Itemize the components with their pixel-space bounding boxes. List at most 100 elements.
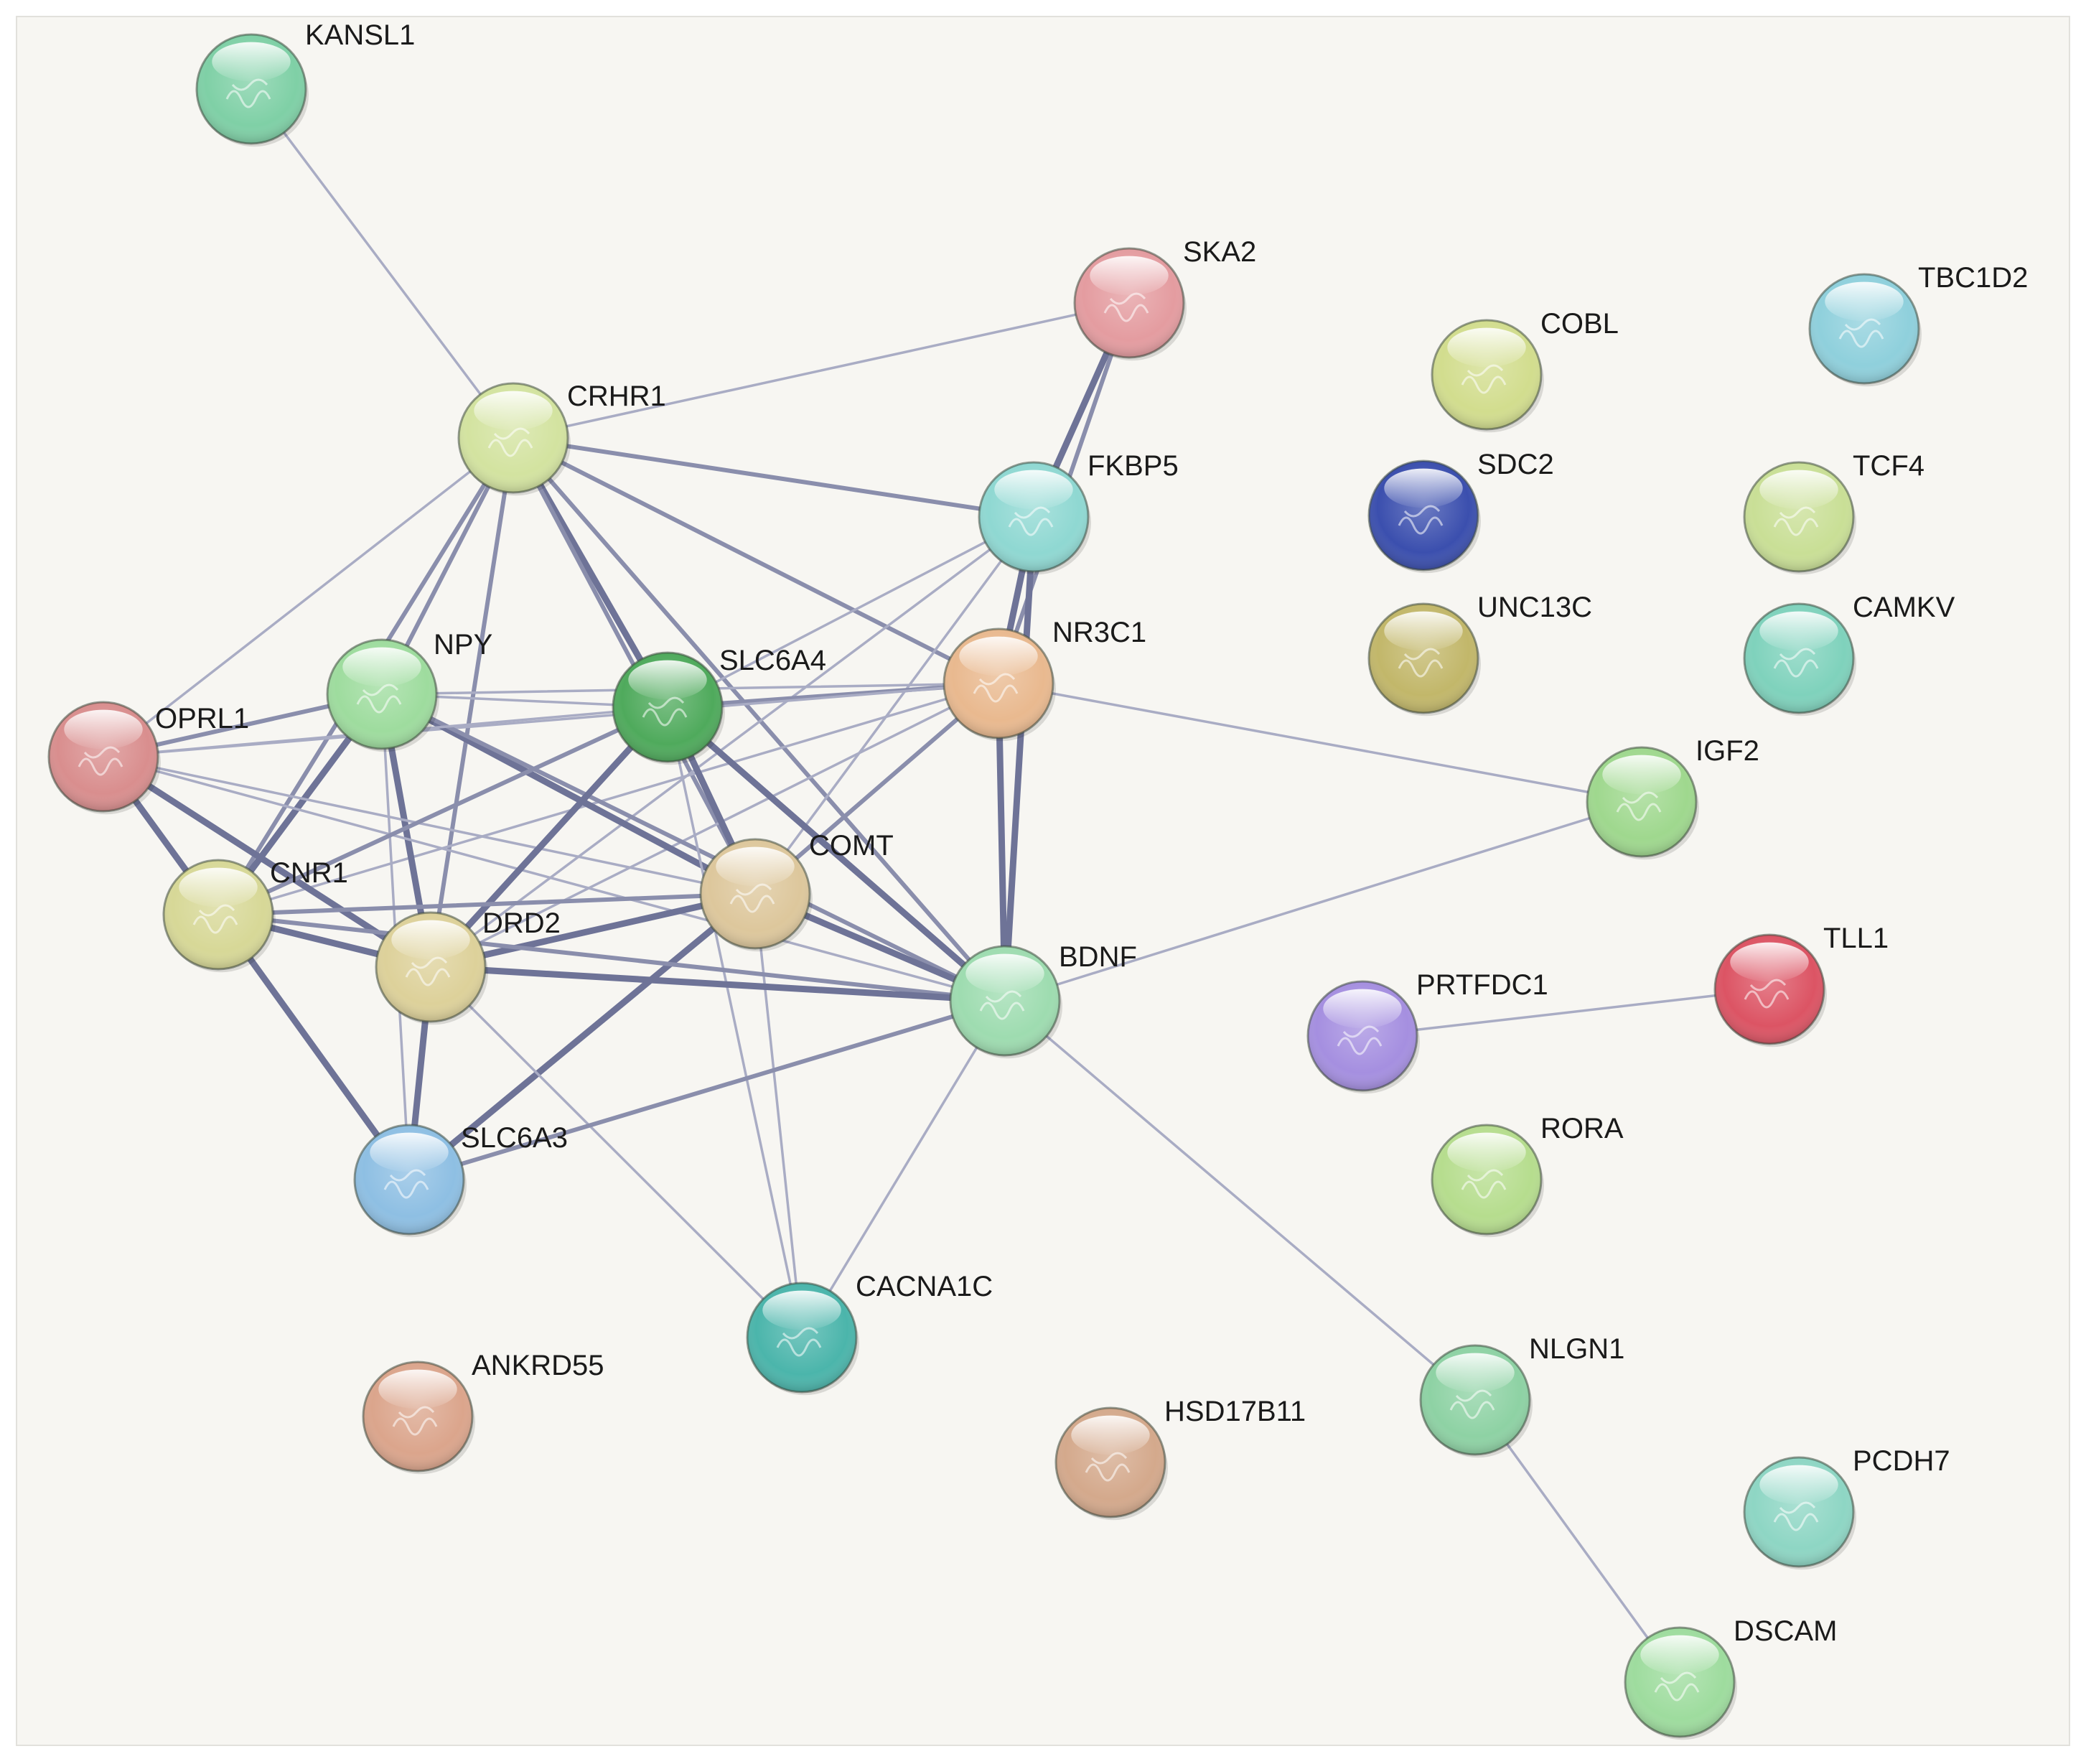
edge-comt-cacna1c[interactable]	[754, 892, 803, 1339]
node-label: SLC6A4	[719, 645, 826, 676]
node-camkv[interactable]: CAMKV	[1743, 592, 1955, 717]
node-label: SDC2	[1477, 449, 1554, 480]
node-label: FKBP5	[1088, 450, 1179, 482]
protein-structure-thumbnail	[1744, 979, 1790, 1009]
node-label: SLC6A3	[461, 1122, 568, 1154]
edge-fkbp5-slc6a4[interactable]	[666, 515, 1035, 709]
node-highlight	[994, 470, 1073, 510]
node-rora[interactable]: RORA	[1431, 1113, 1624, 1238]
edge-bdnf-cacna1c[interactable]	[800, 999, 1006, 1339]
node-fkbp5[interactable]: FKBP5	[978, 450, 1179, 575]
node-label: CRHR1	[567, 381, 666, 412]
node-label: SKA2	[1183, 236, 1256, 268]
edge-drd2-bdnf[interactable]	[427, 963, 1009, 1004]
edge-slc6a4-cacna1c[interactable]	[666, 706, 803, 1339]
edge-comt-slc6a3[interactable]	[406, 890, 759, 1183]
node-label: CNR1	[270, 857, 348, 889]
node-tbc1d2[interactable]: TBC1D2	[1808, 262, 2028, 387]
edge-crhr1-oprl1[interactable]	[102, 437, 515, 758]
node-highlight	[959, 636, 1038, 676]
protein-structure-thumbnail	[1461, 1169, 1507, 1199]
node-highlight	[1640, 1635, 1719, 1675]
edge-layer	[100, 88, 1771, 1684]
edge-crhr1-ska2[interactable]	[512, 302, 1131, 439]
node-label: DSCAM	[1734, 1615, 1837, 1647]
node-label: TBC1D2	[1918, 262, 2028, 294]
node-label: CACNA1C	[856, 1271, 993, 1302]
edge-nlgn1-dscam[interactable]	[1474, 1399, 1681, 1684]
edge-slc6a4-bdnf[interactable]	[664, 704, 1009, 1004]
node-label: RORA	[1540, 1113, 1624, 1144]
node-unc13c[interactable]: UNC13C	[1367, 592, 1592, 717]
protein-structure-thumbnail	[979, 990, 1025, 1020]
node-label: CAMKV	[1853, 592, 1955, 623]
edge-cnr1-bdnf[interactable]	[216, 913, 1007, 1003]
node-prtfdc1[interactable]: PRTFDC1	[1306, 969, 1548, 1094]
edge-slc6a4-drd2[interactable]	[427, 704, 671, 971]
edge-nr3c1-igf2[interactable]	[997, 682, 1643, 803]
protein-structure-thumbnail	[78, 746, 123, 776]
edge-fkbp5-comt[interactable]	[754, 515, 1035, 895]
node-igf2[interactable]: IGF2	[1586, 735, 1759, 860]
protein-structure-thumbnail	[1773, 1501, 1819, 1531]
protein-structure-thumbnail	[729, 883, 775, 913]
node-tcf4[interactable]: TCF4	[1743, 450, 1924, 575]
node-highlight	[474, 391, 553, 431]
node-hsd17b11[interactable]: HSD17B11	[1054, 1396, 1306, 1521]
node-pcdh7[interactable]: PCDH7	[1743, 1445, 1950, 1570]
node-crhr1[interactable]: CRHR1	[457, 381, 666, 496]
node-kansl1[interactable]: KANSL1	[195, 19, 415, 147]
protein-structure-thumbnail	[776, 1327, 822, 1357]
node-comt[interactable]: COMT	[699, 830, 894, 952]
node-bdnf[interactable]: BDNF	[949, 941, 1137, 1059]
node-dscam[interactable]: DSCAM	[1624, 1615, 1837, 1740]
node-oprl1[interactable]: OPRL1	[47, 701, 249, 815]
node-slc6a3[interactable]: SLC6A3	[353, 1122, 568, 1238]
edge-bdnf-nlgn1[interactable]	[1004, 999, 1477, 1401]
edge-oprl1-comt[interactable]	[102, 755, 757, 895]
edge-slc6a4-cnr1[interactable]	[216, 705, 670, 917]
node-highlight	[1825, 281, 1904, 322]
node-label: COBL	[1540, 308, 1619, 340]
node-nr3c1[interactable]: NR3C1	[943, 617, 1146, 742]
node-slc6a4[interactable]: SLC6A4	[612, 645, 826, 765]
edge-nr3c1-drd2[interactable]	[429, 682, 1000, 969]
node-highlight	[1602, 755, 1681, 795]
edge-npy-bdnf[interactable]	[380, 692, 1007, 1003]
edge-crhr1-fkbp5[interactable]	[511, 436, 1036, 519]
edge-crhr1-drd2[interactable]	[429, 436, 515, 969]
node-drd2[interactable]: DRD2	[375, 907, 561, 1025]
edge-oprl1-bdnf[interactable]	[102, 755, 1006, 1002]
node-cobl[interactable]: COBL	[1431, 308, 1619, 433]
node-sdc2[interactable]: SDC2	[1367, 449, 1554, 574]
node-highlight	[1759, 1465, 1838, 1505]
edge-slc6a3-bdnf[interactable]	[407, 999, 1007, 1182]
node-label: BDNF	[1059, 941, 1137, 973]
node-tll1[interactable]: TLL1	[1713, 923, 1889, 1047]
edge-crhr1-bdnf[interactable]	[511, 436, 1007, 1003]
edge-nr3c1-cnr1[interactable]	[217, 682, 1000, 916]
edge-prtfdc1-tll1[interactable]	[1361, 988, 1771, 1037]
edge-fkbp5-bdnf[interactable]	[1001, 513, 1037, 1004]
node-cacna1c[interactable]: CACNA1C	[746, 1271, 993, 1396]
edge-drd2-cacna1c[interactable]	[429, 966, 803, 1339]
node-nlgn1[interactable]: NLGN1	[1419, 1333, 1624, 1458]
node-highlight	[370, 1132, 449, 1172]
protein-structure-thumbnail	[392, 1406, 438, 1436]
node-highlight	[391, 920, 470, 960]
edge-crhr1-nr3c1[interactable]	[511, 436, 1001, 686]
edge-kansl1-crhr1[interactable]	[250, 88, 515, 439]
node-npy[interactable]: NPY	[326, 629, 492, 752]
node-label: HSD17B11	[1164, 1396, 1306, 1427]
protein-structure-thumbnail	[1449, 1389, 1495, 1419]
edge-igf2-bdnf[interactable]	[1004, 801, 1643, 1002]
edge-fkbp5-drd2[interactable]	[429, 515, 1035, 969]
protein-structure-thumbnail	[1008, 506, 1054, 536]
edge-comt-cnr1[interactable]	[216, 892, 757, 917]
protein-structure-thumbnail	[383, 1169, 429, 1199]
node-highlight	[965, 953, 1044, 994]
node-cnr1[interactable]: CNR1	[162, 857, 348, 973]
node-ankrd55[interactable]: ANKRD55	[362, 1350, 604, 1475]
protein-structure-thumbnail	[1398, 648, 1444, 678]
node-ska2[interactable]: SKA2	[1073, 236, 1256, 361]
